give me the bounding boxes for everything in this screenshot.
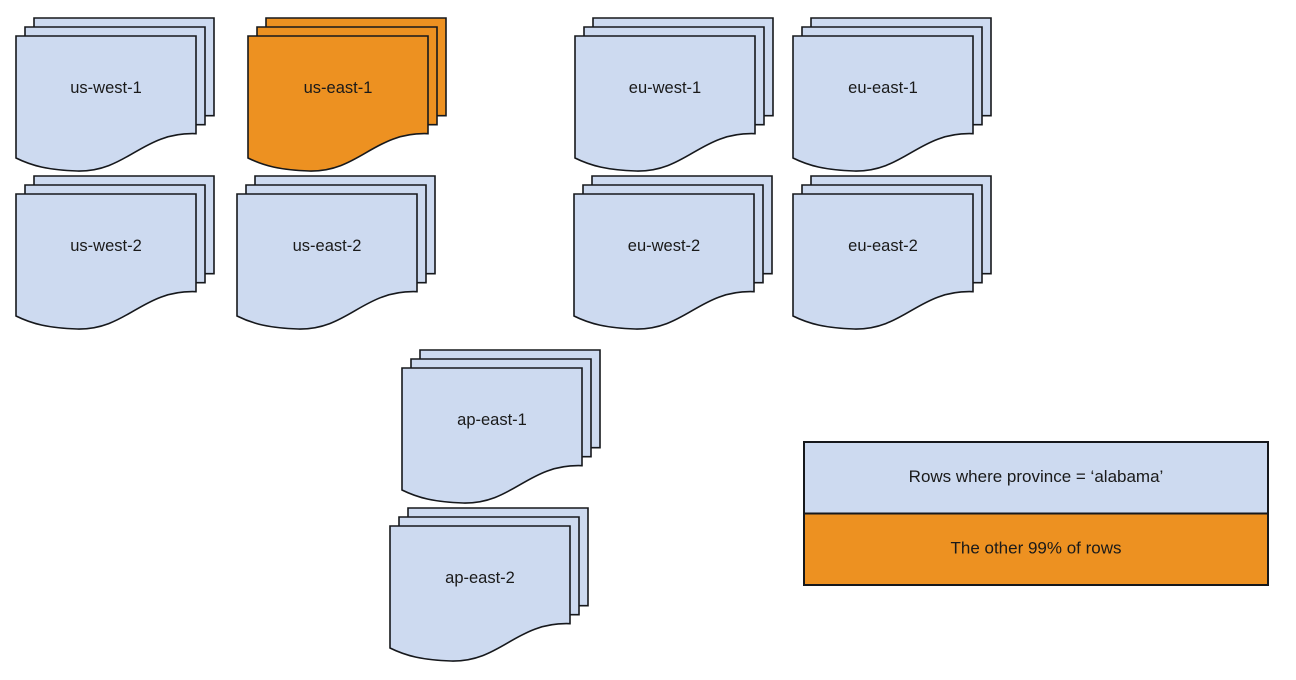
document-stack-eu-east-1[interactable]: eu-east-1 — [792, 17, 992, 172]
stack-sheet-front — [389, 525, 571, 662]
legend-swatch-legend-highlight — [803, 441, 1269, 515]
stack-sheet-front — [574, 35, 756, 172]
stack-sheet-front — [15, 193, 197, 330]
document-stack-us-east-2[interactable]: us-east-2 — [236, 175, 436, 330]
stack-sheet-front — [236, 193, 418, 330]
legend-row-legend-highlight: Rows where province = ‘alabama’ — [803, 441, 1269, 515]
document-stack-eu-west-2[interactable]: eu-west-2 — [573, 175, 773, 330]
document-stack-ap-east-1[interactable]: ap-east-1 — [401, 349, 601, 504]
document-stack-eu-east-2[interactable]: eu-east-2 — [792, 175, 992, 330]
document-stack-ap-east-2[interactable]: ap-east-2 — [389, 507, 589, 662]
legend-row-legend-other: The other 99% of rows — [803, 512, 1269, 586]
document-stack-eu-west-1[interactable]: eu-west-1 — [574, 17, 774, 172]
document-stack-us-west-1[interactable]: us-west-1 — [15, 17, 215, 172]
stack-sheet-front — [401, 367, 583, 504]
stack-sheet-front — [792, 35, 974, 172]
stack-sheet-front — [573, 193, 755, 330]
stack-sheet-front — [15, 35, 197, 172]
document-stack-us-east-1[interactable]: us-east-1 — [247, 17, 447, 172]
stack-sheet-front — [247, 35, 429, 172]
legend-swatch-legend-other — [803, 512, 1269, 586]
stack-sheet-front — [792, 193, 974, 330]
document-stack-us-west-2[interactable]: us-west-2 — [15, 175, 215, 330]
legend-group: Rows where province = ‘alabama’The other… — [803, 441, 1269, 586]
